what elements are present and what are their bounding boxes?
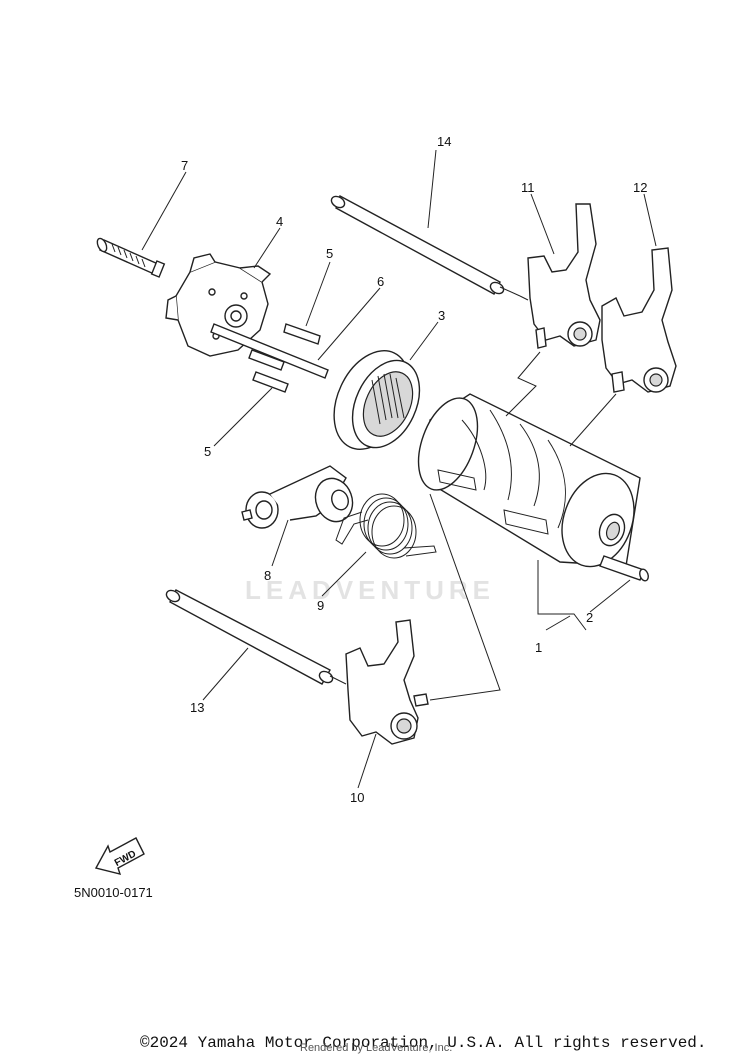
callout-14[interactable]: 14 [437,134,451,149]
part-6-pin[interactable] [210,323,329,379]
callout-1[interactable]: 1 [535,640,542,655]
part-5-pin-lower[interactable] [248,349,289,393]
part-11-shift-fork[interactable] [519,203,601,349]
callout-4[interactable]: 4 [276,214,283,229]
callout-13[interactable]: 13 [190,700,204,715]
callout-5-lower[interactable]: 5 [204,444,211,459]
copyright-notice: ©2024 Yamaha Motor Corporation, U.S.A. A… [140,1034,707,1052]
callout-2[interactable]: 2 [586,610,593,625]
part-13-guide-bar[interactable] [164,588,347,685]
callout-3[interactable]: 3 [438,308,445,323]
rendered-by-notice: Rendered by LeadVenture, Inc. [300,1042,453,1054]
callout-5-upper[interactable]: 5 [326,246,333,261]
part-3-bearing[interactable] [319,339,432,462]
leadventure-watermark: LEADVENTURE [245,575,496,605]
leader-lines [141,149,657,789]
callout-6[interactable]: 6 [377,274,384,289]
part-7-bolt[interactable] [95,237,166,278]
callout-10[interactable]: 10 [350,790,364,805]
callout-8[interactable]: 8 [264,568,271,583]
callout-12[interactable]: 12 [633,180,647,195]
part-10-shift-fork[interactable] [345,619,429,745]
callout-9[interactable]: 9 [317,598,324,613]
diagram-code: 5N0010-0171 [74,885,153,900]
fwd-arrow-icon: FWD [94,837,145,875]
part-2-dowel-pin[interactable] [599,555,650,582]
part-4-segment[interactable] [165,253,272,357]
part-5-pin-upper[interactable] [283,323,321,345]
part-12-shift-fork[interactable] [601,247,677,393]
part-8-stopper-lever[interactable] [241,465,358,529]
callout-labels: 1 2 3 4 5 5 6 7 8 9 10 11 12 13 14 [181,134,647,805]
part-9-torsion-spring[interactable] [335,493,437,559]
callout-11[interactable]: 11 [521,180,535,195]
part-1-shift-drum[interactable] [407,390,646,577]
part-14-guide-bar[interactable] [329,194,521,297]
callout-7[interactable]: 7 [181,158,188,173]
